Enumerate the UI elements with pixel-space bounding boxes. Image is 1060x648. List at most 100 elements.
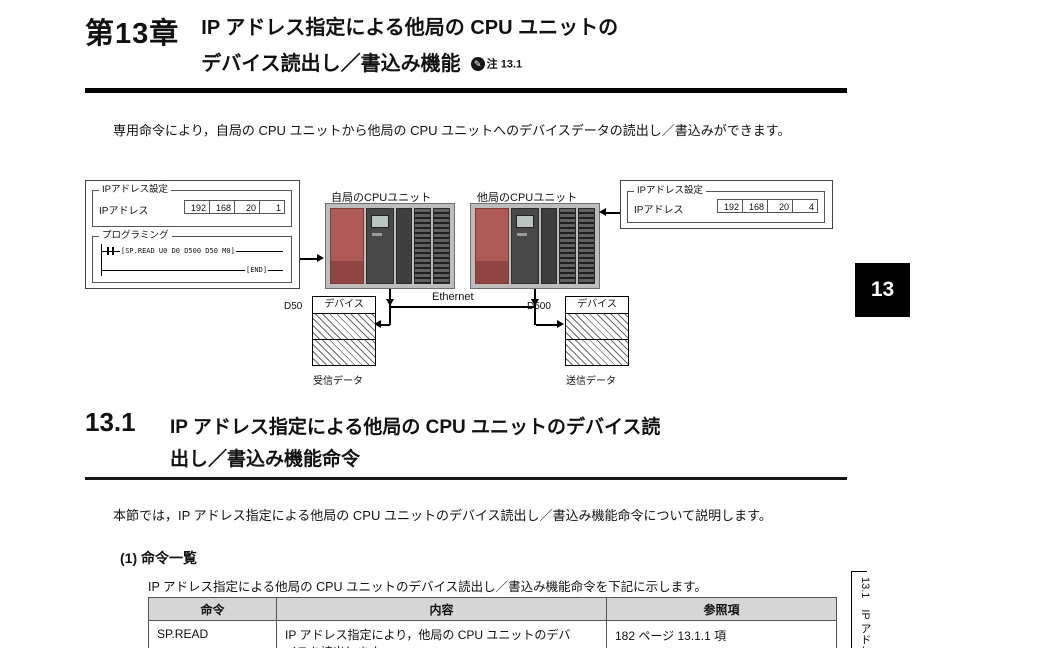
down-arrow-icon	[386, 299, 394, 306]
chapter-rule	[85, 88, 847, 93]
instruction-table: 命令 内容 参照項 SP.READ IP アドレス指定により，他局の CPU ユ…	[148, 597, 837, 648]
left-device-memory: デバイス	[312, 296, 376, 366]
device-data-area	[312, 314, 376, 340]
ip-octet-4: 1	[259, 200, 285, 214]
chapter-side-tab: 13	[855, 263, 910, 317]
table-row: SP.READ IP アドレス指定により，他局の CPU ユニットのデバ イスを…	[148, 620, 837, 648]
right-device-caption: 送信データ	[566, 376, 616, 387]
ladder-contact-bar	[107, 247, 109, 255]
left-connector-line	[300, 258, 318, 260]
io-module	[433, 208, 450, 284]
ip-settings-group-remote: IPアドレス設定 IPアドレス 192 168 20 4	[627, 186, 825, 223]
right-device-arrow-icon	[557, 320, 564, 328]
left-connector-arrow-icon	[317, 254, 324, 262]
ip-octet-1: 192	[717, 199, 743, 213]
io-module	[414, 208, 431, 284]
left-device-address: D50	[284, 301, 303, 312]
side-index-line	[851, 571, 852, 648]
ladder-rung-2	[101, 270, 283, 271]
pen-note-icon: ✎	[470, 56, 485, 71]
io-module	[559, 208, 576, 284]
section-rule	[85, 477, 847, 480]
local-cpu-label: 自局のCPUユニット	[331, 192, 432, 204]
programming-group-label: プログラミング	[99, 231, 172, 241]
cpu-module	[366, 208, 394, 284]
ip-octet-3: 20	[234, 200, 260, 214]
ladder-end: END	[245, 266, 269, 275]
ip-octet-2: 168	[209, 200, 235, 214]
ladder-contact-bar	[112, 247, 114, 255]
ladder-instruction: SP.READ U0 D0 D500 D50 M0	[120, 247, 236, 256]
list-heading: (1) 命令一覧	[120, 550, 197, 566]
chapter-heading: 第13章 IP アドレス指定による他局の CPU ユニットの デバイス読出し／書…	[85, 10, 618, 83]
table-header-row: 命令 内容 参照項	[148, 597, 837, 621]
ethernet-line	[389, 306, 536, 308]
section-title-line1: IP アドレス指定による他局の CPU ユニットのデバイス読	[170, 417, 661, 438]
ip-settings-group-local: IPアドレス設定 IPアドレス 192 168 20 1	[92, 185, 292, 227]
io-module	[578, 208, 595, 284]
network-module	[541, 208, 557, 284]
chapter-intro-text: 専用命令により，自局の CPU ユニットから他局の CPU ユニットへのデバイス…	[113, 123, 791, 138]
ip-octet-1: 192	[184, 200, 210, 214]
col-header-instruction: 命令	[148, 597, 277, 621]
ip-octet-boxes: 192 168 20 4	[717, 199, 818, 213]
device-header: デバイス	[565, 296, 629, 314]
ip-octet-3: 20	[767, 199, 793, 213]
left-device-arrow-icon	[374, 320, 381, 328]
left-device-caption: 受信データ	[313, 376, 363, 387]
local-cpu-unit	[325, 203, 455, 289]
programming-group: プログラミング SP.READ U0 D0 D500 D50 M0 END	[92, 231, 292, 283]
cpu-label-strip	[372, 233, 382, 236]
local-cpu-drop-line	[389, 289, 391, 307]
ip-address-label: IPアドレス	[99, 206, 149, 217]
cpu-label-strip	[517, 233, 527, 236]
device-header: デバイス	[312, 296, 376, 314]
power-module	[475, 208, 509, 284]
col-header-reference: 参照項	[606, 597, 837, 621]
cell-description: IP アドレス指定により，他局の CPU ユニットのデバ イスを読出します。	[276, 620, 607, 648]
chapter-title-line1: IP アドレス指定による他局の CPU ユニットの	[201, 17, 619, 39]
power-module	[330, 208, 364, 284]
section-intro-text: 本節では，IP アドレス指定による他局の CPU ユニットのデバイス読出し／書込…	[113, 508, 772, 523]
remote-cpu-drop-line	[534, 289, 536, 307]
ethernet-label: Ethernet	[428, 291, 478, 303]
device-data-area	[565, 340, 629, 366]
description-line2: イスを読出します。	[285, 644, 598, 648]
right-device-branch-line	[536, 324, 558, 326]
ladder-left-rail	[101, 244, 102, 276]
right-device-memory: デバイス	[565, 296, 629, 366]
col-header-description: 内容	[276, 597, 607, 621]
chapter-note-ref: 注 13.1	[486, 58, 523, 71]
side-index-tick	[851, 571, 867, 572]
cell-instruction: SP.READ	[148, 620, 277, 648]
left-device-branch-line	[380, 324, 390, 326]
cell-reference: 182 ページ 13.1.1 項	[606, 620, 837, 648]
list-intro-text: IP アドレス指定による他局の CPU ユニットのデバイス読出し／書込み機能命令…	[148, 580, 707, 594]
cpu-display	[516, 215, 534, 228]
device-data-area	[565, 314, 629, 340]
chapter-titles: IP アドレス指定による他局の CPU ユニットの デバイス読出し／書込み機能 ✎…	[201, 10, 618, 83]
right-connector-arrow-icon	[599, 208, 606, 216]
chapter-title-line2: デバイス読出し／書込み機能	[201, 53, 461, 75]
right-device-address: D500	[527, 301, 551, 312]
cpu-module	[511, 208, 539, 284]
section-title-line2: 出し／書込み機能命令	[170, 449, 361, 470]
chapter-number: 第13章	[85, 18, 180, 50]
local-settings-panel: IPアドレス設定 IPアドレス 192 168 20 1 プログラミング SP.…	[85, 180, 300, 289]
right-connector-line	[604, 212, 620, 214]
ip-settings-group-label: IPアドレス設定	[99, 185, 171, 195]
ip-settings-group-label: IPアドレス設定	[634, 186, 706, 196]
network-module	[396, 208, 412, 284]
side-index-text: 13.1 IP アドレ	[859, 577, 871, 648]
left-device-drop-line	[389, 308, 391, 325]
description-line1: IP アドレス指定により，他局の CPU ユニットのデバ	[285, 628, 571, 642]
remote-cpu-label: 他局のCPUユニット	[477, 192, 578, 204]
chapter-title-line2-row: デバイス読出し／書込み機能 ✎注 13.1	[201, 46, 618, 83]
remote-cpu-unit	[470, 203, 600, 289]
device-data-area	[312, 340, 376, 366]
ip-octet-4: 4	[792, 199, 818, 213]
ip-octet-2: 168	[742, 199, 768, 213]
ip-address-label: IPアドレス	[634, 205, 684, 216]
cpu-display	[371, 215, 389, 228]
